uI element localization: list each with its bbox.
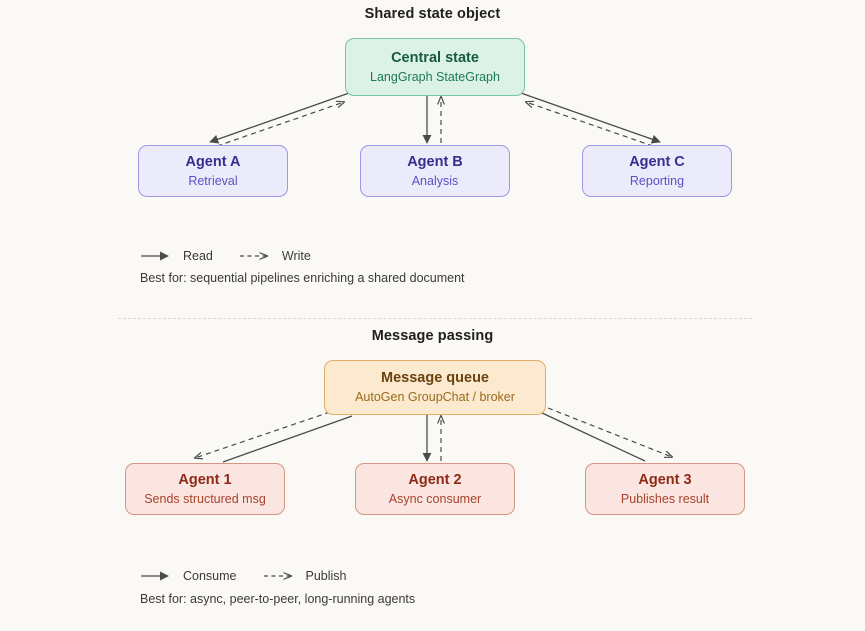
legend-message-passing: Consume Publish bbox=[140, 569, 347, 583]
node-message-queue-title: Message queue bbox=[381, 370, 489, 387]
edge-consume-agent-1-to-queue bbox=[222, 415, 353, 463]
edge-publish-queue-to-agent-1 bbox=[195, 411, 331, 458]
legend-entry-write: Write bbox=[239, 249, 311, 263]
edge-read-central-to-agent-c bbox=[517, 91, 661, 144]
node-agent-2[interactable]: Agent 2 Async consumer bbox=[355, 463, 515, 515]
legend-entry-publish: Publish bbox=[263, 569, 347, 583]
legend-label-publish: Publish bbox=[305, 569, 347, 583]
legend-label-consume: Consume bbox=[183, 569, 237, 583]
legend-shared-state: Read Write bbox=[140, 249, 311, 263]
node-central-state-subtitle: LangGraph StateGraph bbox=[370, 69, 500, 84]
node-central-state-title: Central state bbox=[391, 49, 479, 66]
node-agent-a-subtitle: Retrieval bbox=[188, 173, 238, 188]
node-agent-3-subtitle: Publishes result bbox=[620, 491, 710, 506]
node-agent-2-title: Agent 2 bbox=[408, 471, 462, 488]
best-for-shared-state: Best for: sequential pipelines enriching… bbox=[140, 271, 465, 285]
node-message-queue[interactable]: Message queue AutoGen GroupChat / broker bbox=[324, 360, 546, 415]
best-for-message-passing: Best for: async, peer-to-peer, long-runn… bbox=[140, 592, 416, 606]
node-central-state[interactable]: Central state LangGraph StateGraph bbox=[345, 38, 525, 96]
node-agent-1-subtitle: Sends structured msg bbox=[144, 491, 266, 506]
node-agent-a[interactable]: Agent A Retrieval bbox=[138, 145, 288, 197]
legend-label-write: Write bbox=[281, 249, 311, 263]
node-agent-b-subtitle: Analysis bbox=[411, 173, 459, 188]
legend-label-read: Read bbox=[183, 249, 213, 263]
section-title-message-passing: Message passing bbox=[371, 328, 494, 344]
legend-entry-consume: Consume bbox=[140, 569, 237, 583]
node-agent-3[interactable]: Agent 3 Publishes result bbox=[585, 463, 745, 515]
legend-entry-read: Read bbox=[140, 249, 213, 263]
node-message-queue-subtitle: AutoGen GroupChat / broker bbox=[355, 390, 515, 405]
node-agent-b-title: Agent B bbox=[407, 153, 463, 170]
node-agent-c[interactable]: Agent C Reporting bbox=[582, 145, 732, 197]
dashed-arrow-icon bbox=[239, 250, 275, 262]
dashed-arrow-icon bbox=[263, 570, 299, 582]
section-title-shared-state: Shared state object bbox=[364, 6, 501, 22]
node-agent-1-title: Agent 1 bbox=[178, 471, 232, 488]
solid-arrow-icon bbox=[141, 571, 169, 581]
node-agent-3-title: Agent 3 bbox=[638, 471, 692, 488]
node-agent-c-subtitle: Reporting bbox=[629, 173, 685, 188]
edge-consume-queue-to-agent-3 bbox=[539, 411, 646, 462]
edge-publish-queue-to-agent-3 bbox=[547, 407, 672, 457]
node-agent-c-title: Agent C bbox=[629, 153, 685, 170]
node-agent-a-title: Agent A bbox=[185, 153, 241, 170]
node-agent-1[interactable]: Agent 1 Sends structured msg bbox=[125, 463, 285, 515]
node-agent-b[interactable]: Agent B Analysis bbox=[360, 145, 510, 197]
node-agent-2-subtitle: Async consumer bbox=[388, 491, 482, 506]
solid-arrow-icon bbox=[141, 251, 169, 261]
edge-read-central-to-agent-a bbox=[209, 91, 353, 144]
section-divider bbox=[118, 318, 752, 319]
